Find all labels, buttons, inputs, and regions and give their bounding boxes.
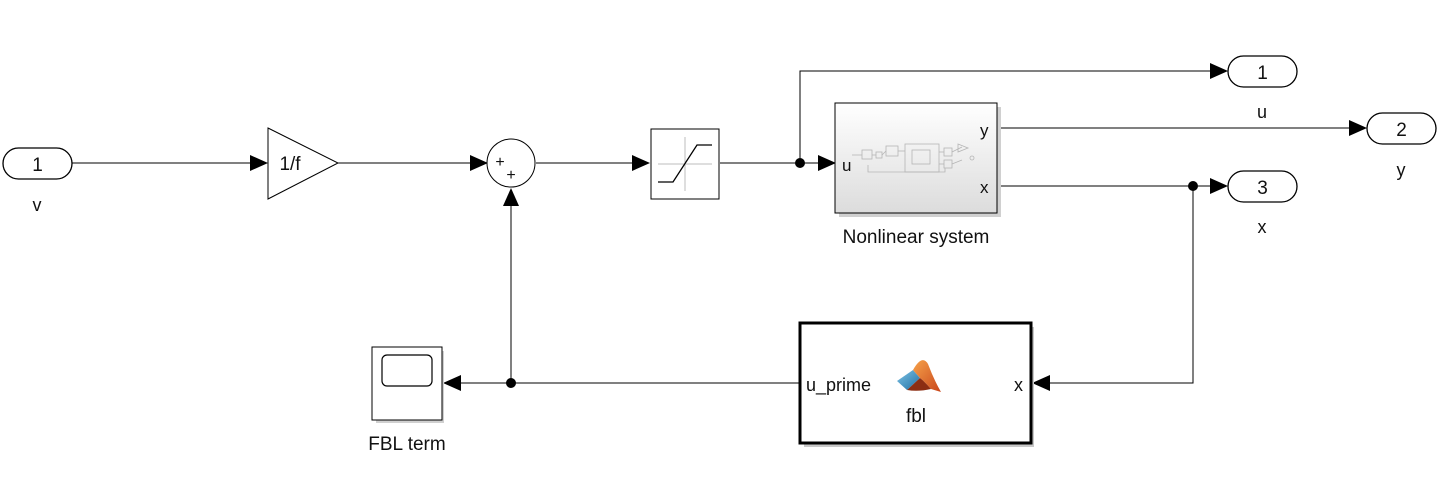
nonlinear-subsystem-block[interactable]: u y x Nonlinear system xyxy=(834,102,1001,248)
subsystem-box xyxy=(834,102,998,214)
arrowhead xyxy=(443,375,461,391)
scope-block[interactable]: FBL term xyxy=(368,346,446,455)
outport-number: 1 xyxy=(1257,63,1268,84)
wire-branch-to-out-u[interactable] xyxy=(799,70,1216,163)
gain-triangle xyxy=(267,127,340,200)
saturation-block[interactable] xyxy=(650,128,720,200)
gain-block[interactable]: 1/f xyxy=(267,127,340,200)
outport-shape xyxy=(1227,170,1298,203)
arrowhead xyxy=(470,155,488,171)
function-in-port: x xyxy=(1014,375,1023,395)
arrowhead xyxy=(1349,120,1367,136)
arrowhead xyxy=(1032,375,1050,391)
arrowhead xyxy=(1210,178,1228,194)
arrowhead xyxy=(250,155,268,171)
branch-point xyxy=(506,378,516,388)
sum-sign-bottom: + xyxy=(506,167,515,184)
outport-x[interactable]: 3 x xyxy=(1227,170,1298,237)
saturation-icon xyxy=(658,144,712,183)
outport-number: 2 xyxy=(1396,120,1407,141)
subsystem-in-port-u: u xyxy=(842,156,851,175)
subsystem-preview-icon xyxy=(852,143,975,173)
inport-label: v xyxy=(33,195,42,215)
inport-shape xyxy=(2,147,73,180)
arrowhead xyxy=(818,155,836,171)
subsystem-out-port-y: y xyxy=(980,121,989,140)
branch-points xyxy=(506,158,1198,388)
scope-screen-icon xyxy=(381,354,433,387)
sum-block[interactable]: + + xyxy=(486,138,536,188)
arrowhead xyxy=(503,188,519,206)
wire-x-feedback-to-fbl[interactable] xyxy=(1046,186,1194,384)
outport-u[interactable]: 1 u xyxy=(1227,55,1298,122)
branch-point xyxy=(795,158,805,168)
arrowhead xyxy=(632,155,650,171)
outport-label: x xyxy=(1258,217,1267,237)
outport-shape xyxy=(1227,55,1298,88)
outport-shape xyxy=(1366,112,1437,145)
scope-label: FBL term xyxy=(368,434,445,455)
arrowheads xyxy=(250,63,1367,391)
subsystem-out-port-x: x xyxy=(980,178,989,197)
outport-label: y xyxy=(1397,160,1406,180)
signal-lines xyxy=(72,70,1354,384)
gain-text: 1/f xyxy=(279,154,301,175)
matlab-function-block[interactable]: u_prime x fbl xyxy=(798,321,1034,447)
matlab-logo-icon xyxy=(897,360,941,392)
sum-circle xyxy=(486,138,536,188)
function-name: fbl xyxy=(906,406,926,427)
outport-number: 3 xyxy=(1257,178,1268,199)
sum-sign-left: + xyxy=(495,154,504,171)
outport-label: u xyxy=(1257,102,1267,122)
inport-number: 1 xyxy=(32,155,43,176)
subsystem-label: Nonlinear system xyxy=(843,227,990,248)
branch-point xyxy=(1188,181,1198,191)
arrowhead xyxy=(1210,63,1228,79)
outport-y[interactable]: 2 y xyxy=(1366,112,1437,180)
inport-v[interactable]: 1 v xyxy=(2,147,73,215)
function-out-port: u_prime xyxy=(806,375,871,396)
